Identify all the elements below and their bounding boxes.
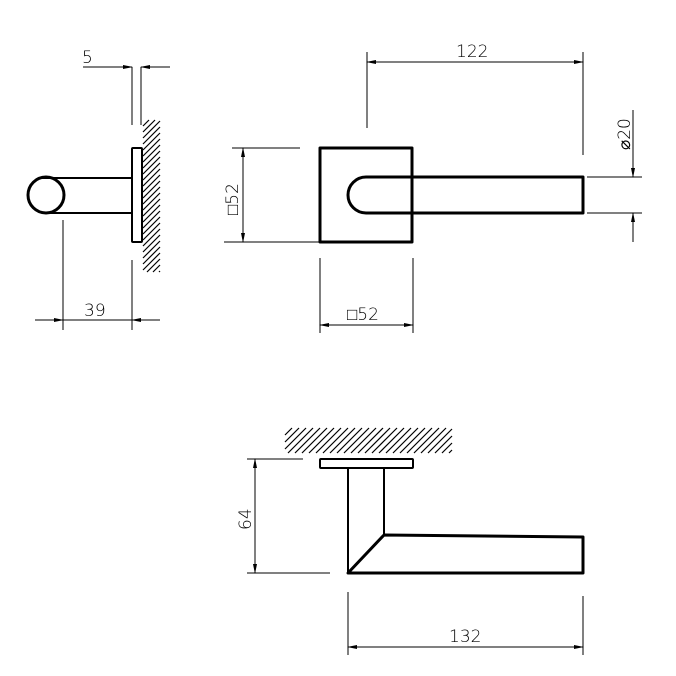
hatch-line bbox=[420, 427, 447, 454]
dimension-52-horizontal: □52 bbox=[319, 258, 414, 333]
wall-hatching bbox=[142, 119, 161, 273]
hatch-line bbox=[142, 162, 161, 181]
dimension-label: □52 bbox=[347, 305, 379, 325]
hatch-line bbox=[406, 427, 433, 454]
hatch-line bbox=[142, 240, 161, 259]
hatch-line bbox=[284, 427, 293, 436]
hatch-line bbox=[142, 144, 161, 163]
hatch-line bbox=[152, 264, 161, 273]
hatch-line bbox=[142, 156, 161, 175]
hatch-line bbox=[142, 186, 161, 205]
hatch-line bbox=[308, 427, 335, 454]
hatch-line bbox=[142, 210, 161, 229]
hatch-line bbox=[413, 427, 440, 454]
dimension-132: 132 bbox=[347, 592, 584, 655]
bottom-view: 64 132 bbox=[236, 427, 585, 655]
dimension-label: 5 bbox=[82, 48, 93, 68]
lever-body bbox=[346, 533, 585, 575]
hatch-line bbox=[287, 427, 314, 454]
hatch-line bbox=[301, 427, 328, 454]
dimension-5: 5 bbox=[82, 48, 170, 125]
hatch-line bbox=[142, 228, 161, 247]
hatch-line bbox=[142, 204, 161, 223]
hatch-line bbox=[434, 435, 453, 454]
hatch-line bbox=[284, 427, 300, 443]
hatch-line bbox=[427, 428, 453, 454]
dimension-label: 132 bbox=[449, 627, 481, 647]
dimension-label: 39 bbox=[84, 301, 106, 321]
hatch-line bbox=[146, 258, 161, 273]
hatch-line bbox=[343, 427, 370, 454]
hatch-line bbox=[142, 119, 156, 133]
hatch-line bbox=[142, 192, 161, 211]
hatch-line bbox=[284, 427, 307, 450]
hatch-line bbox=[329, 427, 356, 454]
front-view: 122 ⌀20 □52 □52 bbox=[223, 42, 642, 333]
rose-plate bbox=[319, 458, 414, 469]
hatch-line bbox=[158, 270, 161, 273]
square-rose bbox=[318, 146, 414, 244]
hatch-line bbox=[142, 119, 150, 127]
hatch-line bbox=[441, 442, 453, 454]
door-hatching bbox=[284, 427, 453, 454]
hatch-line bbox=[142, 126, 161, 145]
hatch-line bbox=[294, 427, 321, 454]
hatch-line bbox=[336, 427, 363, 454]
dimension-label: 64 bbox=[236, 508, 256, 530]
lever-end-circle bbox=[26, 175, 66, 215]
hatch-line bbox=[142, 168, 161, 187]
rose-plate bbox=[131, 147, 143, 243]
dimension-diameter-20: ⌀20 bbox=[587, 110, 642, 242]
hatch-line bbox=[371, 427, 398, 454]
hatch-line bbox=[142, 252, 161, 271]
hatch-line bbox=[142, 234, 161, 253]
hatch-line bbox=[357, 427, 384, 454]
hatch-line bbox=[399, 427, 426, 454]
hatch-line bbox=[142, 180, 161, 199]
hatch-line bbox=[142, 120, 161, 139]
hatch-line bbox=[142, 216, 161, 235]
hatch-line bbox=[142, 138, 161, 157]
hatch-line bbox=[448, 449, 453, 454]
hatch-line bbox=[322, 427, 349, 454]
hatch-line bbox=[364, 427, 391, 454]
hatch-line bbox=[385, 427, 412, 454]
side-view: 5 39 bbox=[26, 48, 170, 330]
dimension-label: 122 bbox=[456, 42, 488, 62]
hatch-line bbox=[350, 427, 377, 454]
dimension-64: 64 bbox=[236, 458, 330, 574]
hatch-line bbox=[142, 222, 161, 241]
hatch-line bbox=[378, 427, 405, 454]
hatch-line bbox=[142, 150, 161, 169]
hatch-line bbox=[392, 427, 419, 454]
hatch-line bbox=[315, 427, 342, 454]
dimension-122: 122 bbox=[366, 42, 584, 155]
dimension-label: ⌀20 bbox=[615, 118, 635, 150]
hatch-line bbox=[142, 246, 161, 265]
lever-body bbox=[346, 175, 585, 215]
dimension-52-vertical: □52 bbox=[223, 147, 320, 243]
hatch-line bbox=[142, 132, 161, 151]
hatch-line bbox=[142, 174, 161, 193]
hatch-line bbox=[142, 198, 161, 217]
dimension-label: □52 bbox=[223, 183, 243, 215]
dimension-39: 39 bbox=[35, 220, 160, 330]
